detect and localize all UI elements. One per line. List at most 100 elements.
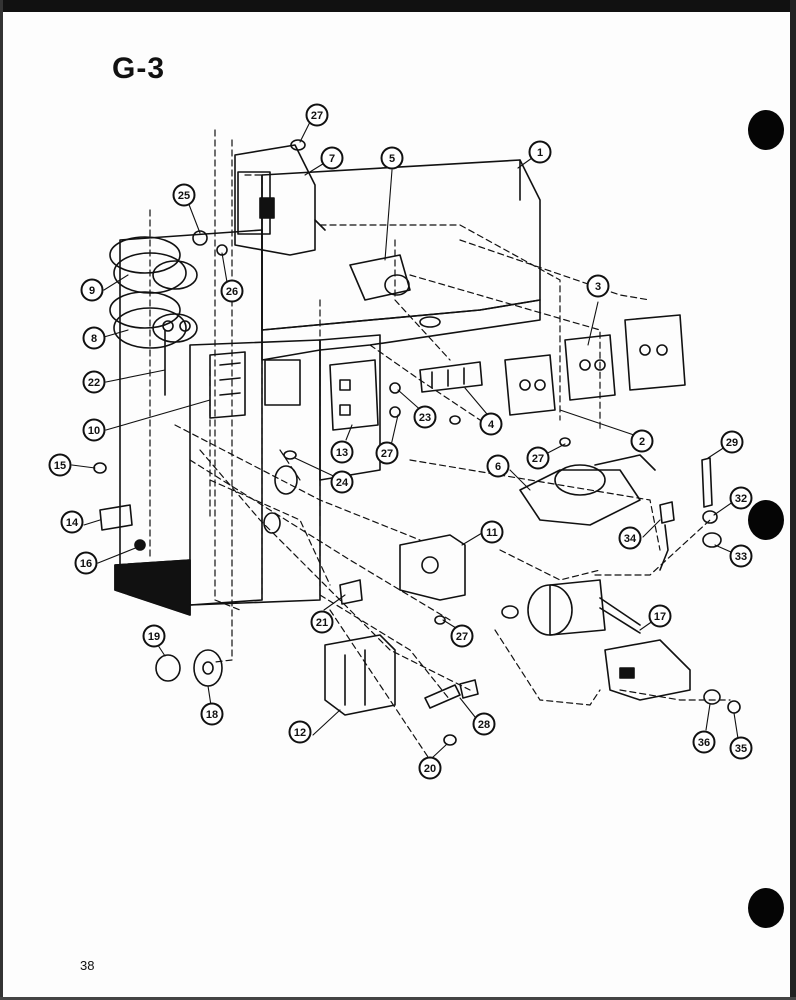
callout-circle [330, 440, 354, 464]
callout-layer: 27 7 5 1 25 9 26 8 3 22 10 23 4 2 13 27 27 15 24 6 29 32 14 16 1… [48, 103, 753, 780]
callout-number: 27 [456, 631, 468, 643]
callout-circle [528, 140, 552, 164]
callout-circle [486, 454, 510, 478]
callout-21: 21 [310, 610, 334, 634]
callout-number: 7 [329, 153, 335, 165]
callout-7: 7 [320, 146, 344, 170]
callout-circle [305, 103, 329, 127]
relay-block [504, 314, 686, 416]
callout-number: 6 [495, 461, 501, 473]
callout-number: 29 [726, 437, 738, 449]
callout-24: 24 [330, 470, 354, 494]
callout-circle [200, 702, 224, 726]
callout-number: 33 [735, 551, 747, 563]
callout-circle [220, 279, 244, 303]
callout-circle [418, 756, 442, 780]
callout-circle [729, 736, 753, 760]
capacitor-part [109, 236, 198, 349]
callout-18: 18 [200, 702, 224, 726]
callout-3: 3 [586, 274, 610, 298]
callout-number: 27 [311, 110, 323, 122]
callout-circle [320, 146, 344, 170]
callout-26: 26 [220, 279, 244, 303]
callout-9: 9 [80, 278, 104, 302]
callout-number: 36 [698, 737, 710, 749]
callout-circle [729, 544, 753, 568]
callout-circle [450, 624, 474, 648]
callout-14: 14 [60, 510, 84, 534]
callout-circle [82, 370, 106, 394]
callout-1: 1 [528, 140, 552, 164]
callout-25: 25 [172, 183, 196, 207]
callout-13: 13 [330, 440, 354, 464]
callout-19: 19 [142, 624, 166, 648]
callout-number: 28 [478, 719, 490, 731]
callout-20: 20 [418, 756, 442, 780]
fan-motor [527, 579, 691, 701]
callout-circle [310, 610, 334, 634]
control-box-housing [114, 159, 541, 616]
callout-number: 10 [88, 425, 100, 437]
callout-circle [142, 624, 166, 648]
callout-number: 1 [537, 147, 543, 159]
callout-circle [648, 604, 672, 628]
callout-number: 18 [206, 709, 218, 721]
callout-circle [60, 510, 84, 534]
contactor-part [399, 534, 466, 601]
callout-circle [380, 146, 404, 170]
binder-hole-bottom [748, 888, 784, 928]
callout-circle [720, 430, 744, 454]
callout-number: 32 [735, 493, 747, 505]
callout-circle [288, 720, 312, 744]
callout-29: 29 [720, 430, 744, 454]
callout-22: 22 [82, 370, 106, 394]
callout-circle [330, 470, 354, 494]
mounting-bracket [329, 359, 379, 431]
callout-circle [172, 183, 196, 207]
scan-edge-right [790, 0, 796, 1000]
callout-number: 15 [54, 460, 66, 472]
callout-17: 17 [648, 604, 672, 628]
callout-number: 27 [532, 453, 544, 465]
callout-circle [74, 551, 98, 575]
callout-28: 28 [472, 712, 496, 736]
callout-number: 24 [336, 477, 349, 489]
relay-part [349, 254, 411, 301]
switch-block [324, 634, 396, 716]
callout-34: 34 [618, 526, 642, 550]
page-title: G-3 [112, 52, 166, 85]
callout-circle [480, 520, 504, 544]
callout-number: 13 [336, 447, 348, 459]
callout-number: 12 [294, 727, 306, 739]
callout-circle [618, 526, 642, 550]
callout-number: 23 [419, 412, 431, 424]
callout-23: 23 [413, 405, 437, 429]
callout-circle [526, 446, 550, 470]
callout-27: 27 [450, 624, 474, 648]
callout-number: 14 [66, 517, 79, 529]
clip-part [339, 579, 363, 605]
callout-number: 21 [316, 617, 328, 629]
callout-10: 10 [82, 418, 106, 442]
callout-circle [80, 278, 104, 302]
callout-35: 35 [729, 736, 753, 760]
callout-circle [692, 730, 716, 754]
callout-8: 8 [82, 326, 106, 350]
binder-hole-top [748, 110, 784, 150]
scan-edge-left [0, 0, 3, 1000]
callout-number: 2 [639, 436, 645, 448]
callout-circle [48, 453, 72, 477]
callout-36: 36 [692, 730, 716, 754]
callout-number: 3 [595, 281, 601, 293]
timer-motor [519, 454, 656, 526]
binder-hole-middle [748, 500, 784, 540]
callout-circle [375, 441, 399, 465]
callout-16: 16 [74, 551, 98, 575]
callout-number: 5 [389, 153, 395, 165]
callout-circle [729, 486, 753, 510]
callout-5: 5 [380, 146, 404, 170]
callout-number: 9 [89, 285, 95, 297]
callout-4: 4 [479, 412, 503, 436]
